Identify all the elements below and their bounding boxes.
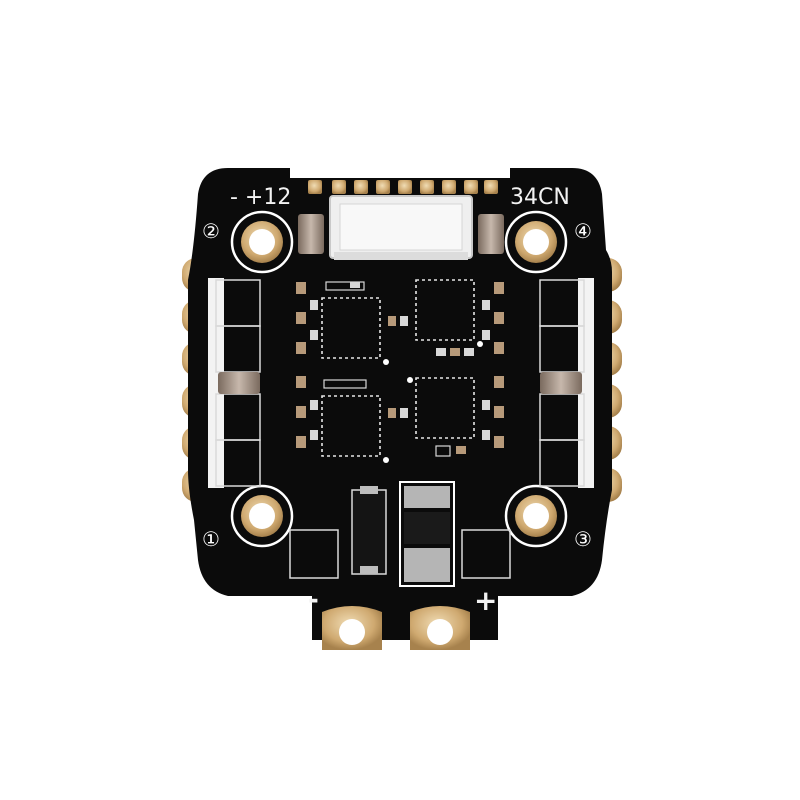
corner-label-3: ③ — [574, 527, 592, 551]
right-edge-strip — [578, 278, 594, 488]
mcu-chips — [321, 279, 475, 457]
passive-components — [296, 281, 504, 457]
plus-label: + — [474, 584, 497, 617]
mounting-hole-bottom-right — [504, 484, 568, 548]
jst-connector — [329, 195, 473, 260]
mounting-hole-bottom-left — [230, 484, 294, 548]
right-capacitor — [540, 372, 582, 394]
left-mosfets — [215, 279, 261, 487]
chip-pin1-dots — [383, 341, 483, 463]
top-left-label: - +12 — [230, 185, 291, 210]
left-edge-strip — [208, 278, 224, 488]
left-capacitor — [218, 372, 260, 394]
top-right-label: 34CN — [510, 185, 570, 210]
bottom-components — [289, 481, 511, 587]
power-pad-negative — [322, 606, 382, 650]
capacitor — [478, 214, 504, 254]
top-connector-pads — [308, 180, 498, 194]
minus-label: - — [308, 585, 319, 615]
corner-label-4: ④ — [574, 219, 592, 243]
power-pad-positive — [410, 606, 470, 650]
mounting-hole-top-left — [230, 210, 294, 274]
capacitor — [298, 214, 324, 254]
corner-label-2: ② — [202, 219, 220, 243]
corner-label-1: ① — [202, 527, 220, 551]
mounting-hole-top-right — [504, 210, 568, 274]
